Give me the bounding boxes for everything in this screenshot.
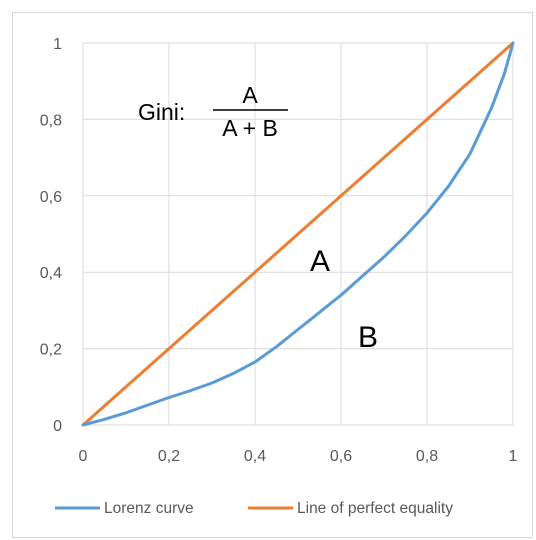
gini-numerator: A [242, 82, 258, 108]
x-tick-label: 0,8 [416, 448, 438, 465]
area-b-label: B [358, 321, 378, 354]
area-a-label: A [310, 245, 330, 278]
equality-line [81, 41, 515, 427]
y-axis-ticks: 0 0,2 0,4 0,6 0,8 1 [40, 36, 62, 435]
chart-frame [12, 12, 533, 538]
y-tick-label: 0,4 [40, 265, 62, 282]
y-tick-label: 0,8 [40, 112, 62, 129]
grid [82, 42, 514, 426]
legend-label-equality: Line of perfect equality [297, 500, 453, 517]
gini-label: Gini: [138, 99, 185, 125]
x-tick-label: 0,2 [158, 448, 180, 465]
legend-label-lorenz: Lorenz curve [104, 500, 194, 517]
x-tick-label: 0,6 [330, 448, 352, 465]
x-tick-label: 0 [79, 448, 88, 465]
x-axis-ticks: 0 0,2 0,4 0,6 0,8 1 [79, 448, 518, 465]
y-tick-label: 0,2 [40, 342, 62, 359]
gini-formula: Gini: A A + B [138, 82, 288, 141]
x-tick-label: 1 [509, 448, 518, 465]
lorenz-curve-line [81, 41, 515, 427]
y-tick-label: 0,6 [40, 189, 62, 206]
legend: Lorenz curve Line of perfect equality [55, 500, 453, 517]
y-tick-label: 1 [53, 36, 62, 53]
gini-denominator: A + B [222, 115, 278, 141]
x-tick-label: 0,4 [244, 448, 266, 465]
y-tick-label: 0 [53, 418, 62, 435]
series-lines [81, 41, 515, 427]
